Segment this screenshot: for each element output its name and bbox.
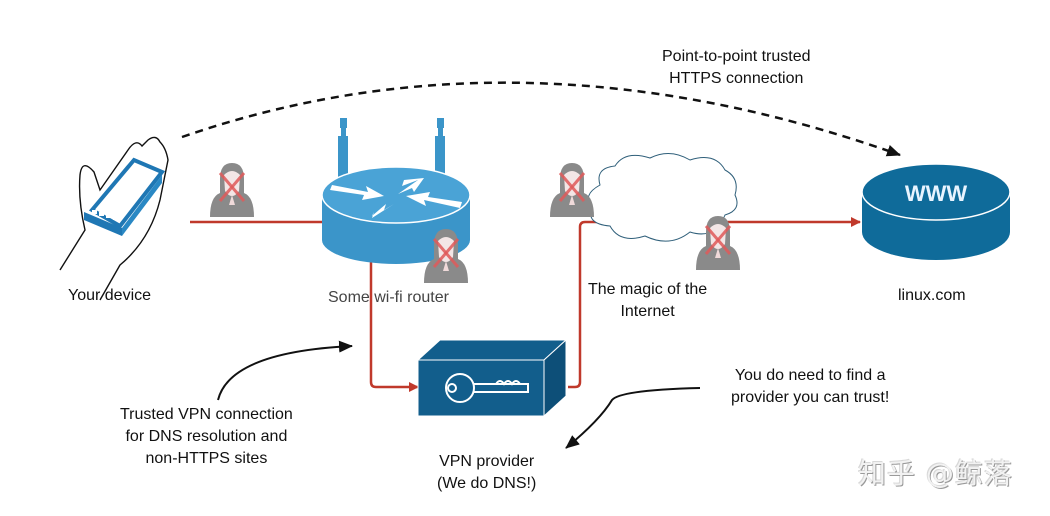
trust-note-arrow <box>565 387 701 449</box>
vpn-note-annotation: Trusted VPN connection for DNS resolutio… <box>120 404 293 470</box>
key-box-icon <box>416 338 568 418</box>
vpn-provider-label-line2: (We do DNS!) <box>437 475 537 492</box>
trust-note-line1: You do need to find a <box>734 367 886 384</box>
internet-label-line1: The magic of the <box>588 281 708 298</box>
path-vpn-to-server <box>568 217 861 389</box>
internet-label: The magic of the Internet <box>588 279 707 323</box>
attacker-icon-internet-left <box>548 161 596 219</box>
vpn-note-line2: for DNS resolution and <box>125 428 288 445</box>
cloud-icon <box>587 153 738 242</box>
https-annotation-line2: HTTPS connection <box>669 70 804 87</box>
device-label: Your device <box>68 287 152 304</box>
https-connection-arrow <box>181 81 901 157</box>
vpn-provider-label-line1: VPN provider <box>439 453 535 470</box>
router-label: Some wi-fi router <box>328 289 449 306</box>
www-label: WWW <box>905 181 968 206</box>
server-label: linux.com <box>898 287 966 304</box>
https-annotation-line1: Point-to-point trusted <box>662 48 811 65</box>
vpn-provider-label: VPN provider (We do DNS!) <box>437 451 536 495</box>
trust-note-annotation: You do need to find a provider you can t… <box>731 365 889 409</box>
vpn-note-line1: Trusted VPN connection <box>120 406 293 423</box>
internet-label-line2: Internet <box>620 303 675 320</box>
www-server-icon: WWW <box>861 163 1011 260</box>
vpn-note-arrow <box>217 340 353 401</box>
watermark: 知乎 @鲸落 <box>858 457 1013 490</box>
attacker-icon-device-link <box>208 161 256 219</box>
https-annotation: Point-to-point trusted HTTPS connection <box>662 46 811 90</box>
wifi-router-icon <box>321 118 471 264</box>
hand-holding-phone-icon <box>59 136 169 301</box>
trust-note-line2: provider you can trust! <box>731 389 890 406</box>
vpn-note-line3: non-HTTPS sites <box>145 450 268 467</box>
